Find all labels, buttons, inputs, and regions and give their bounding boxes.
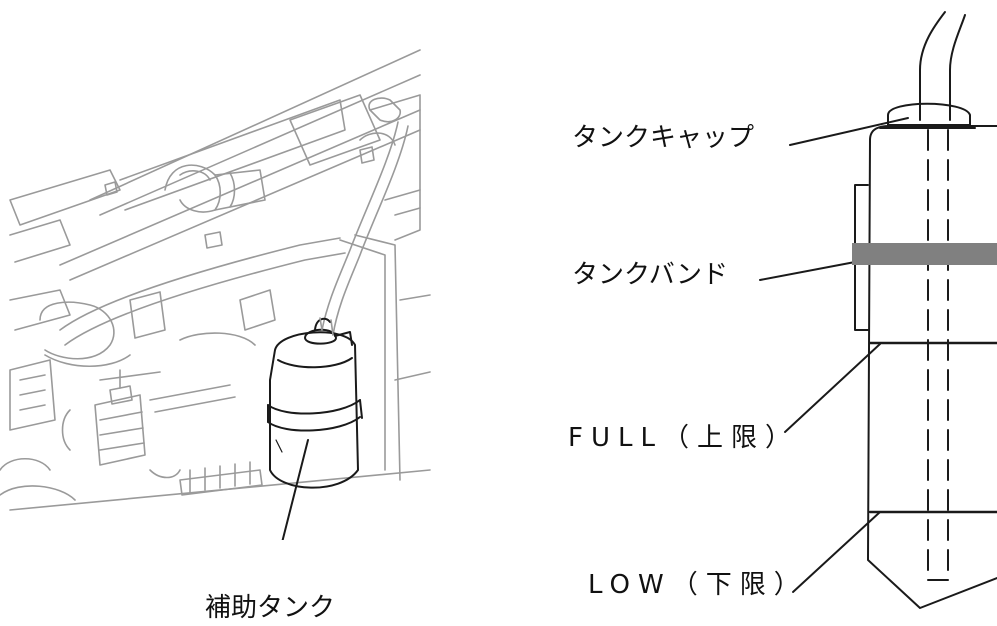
tank-cap-label: タンクキャップ xyxy=(572,123,755,153)
low-level-label: LOW（下限） xyxy=(588,570,808,600)
tank-band-label: タンクバンド xyxy=(572,260,729,290)
auxiliary-tank-label: 補助タンク xyxy=(205,593,336,623)
full-level-label: FULL（上限） xyxy=(568,423,799,453)
engine-bay-illustration xyxy=(0,49,431,540)
tank-band xyxy=(852,243,997,265)
